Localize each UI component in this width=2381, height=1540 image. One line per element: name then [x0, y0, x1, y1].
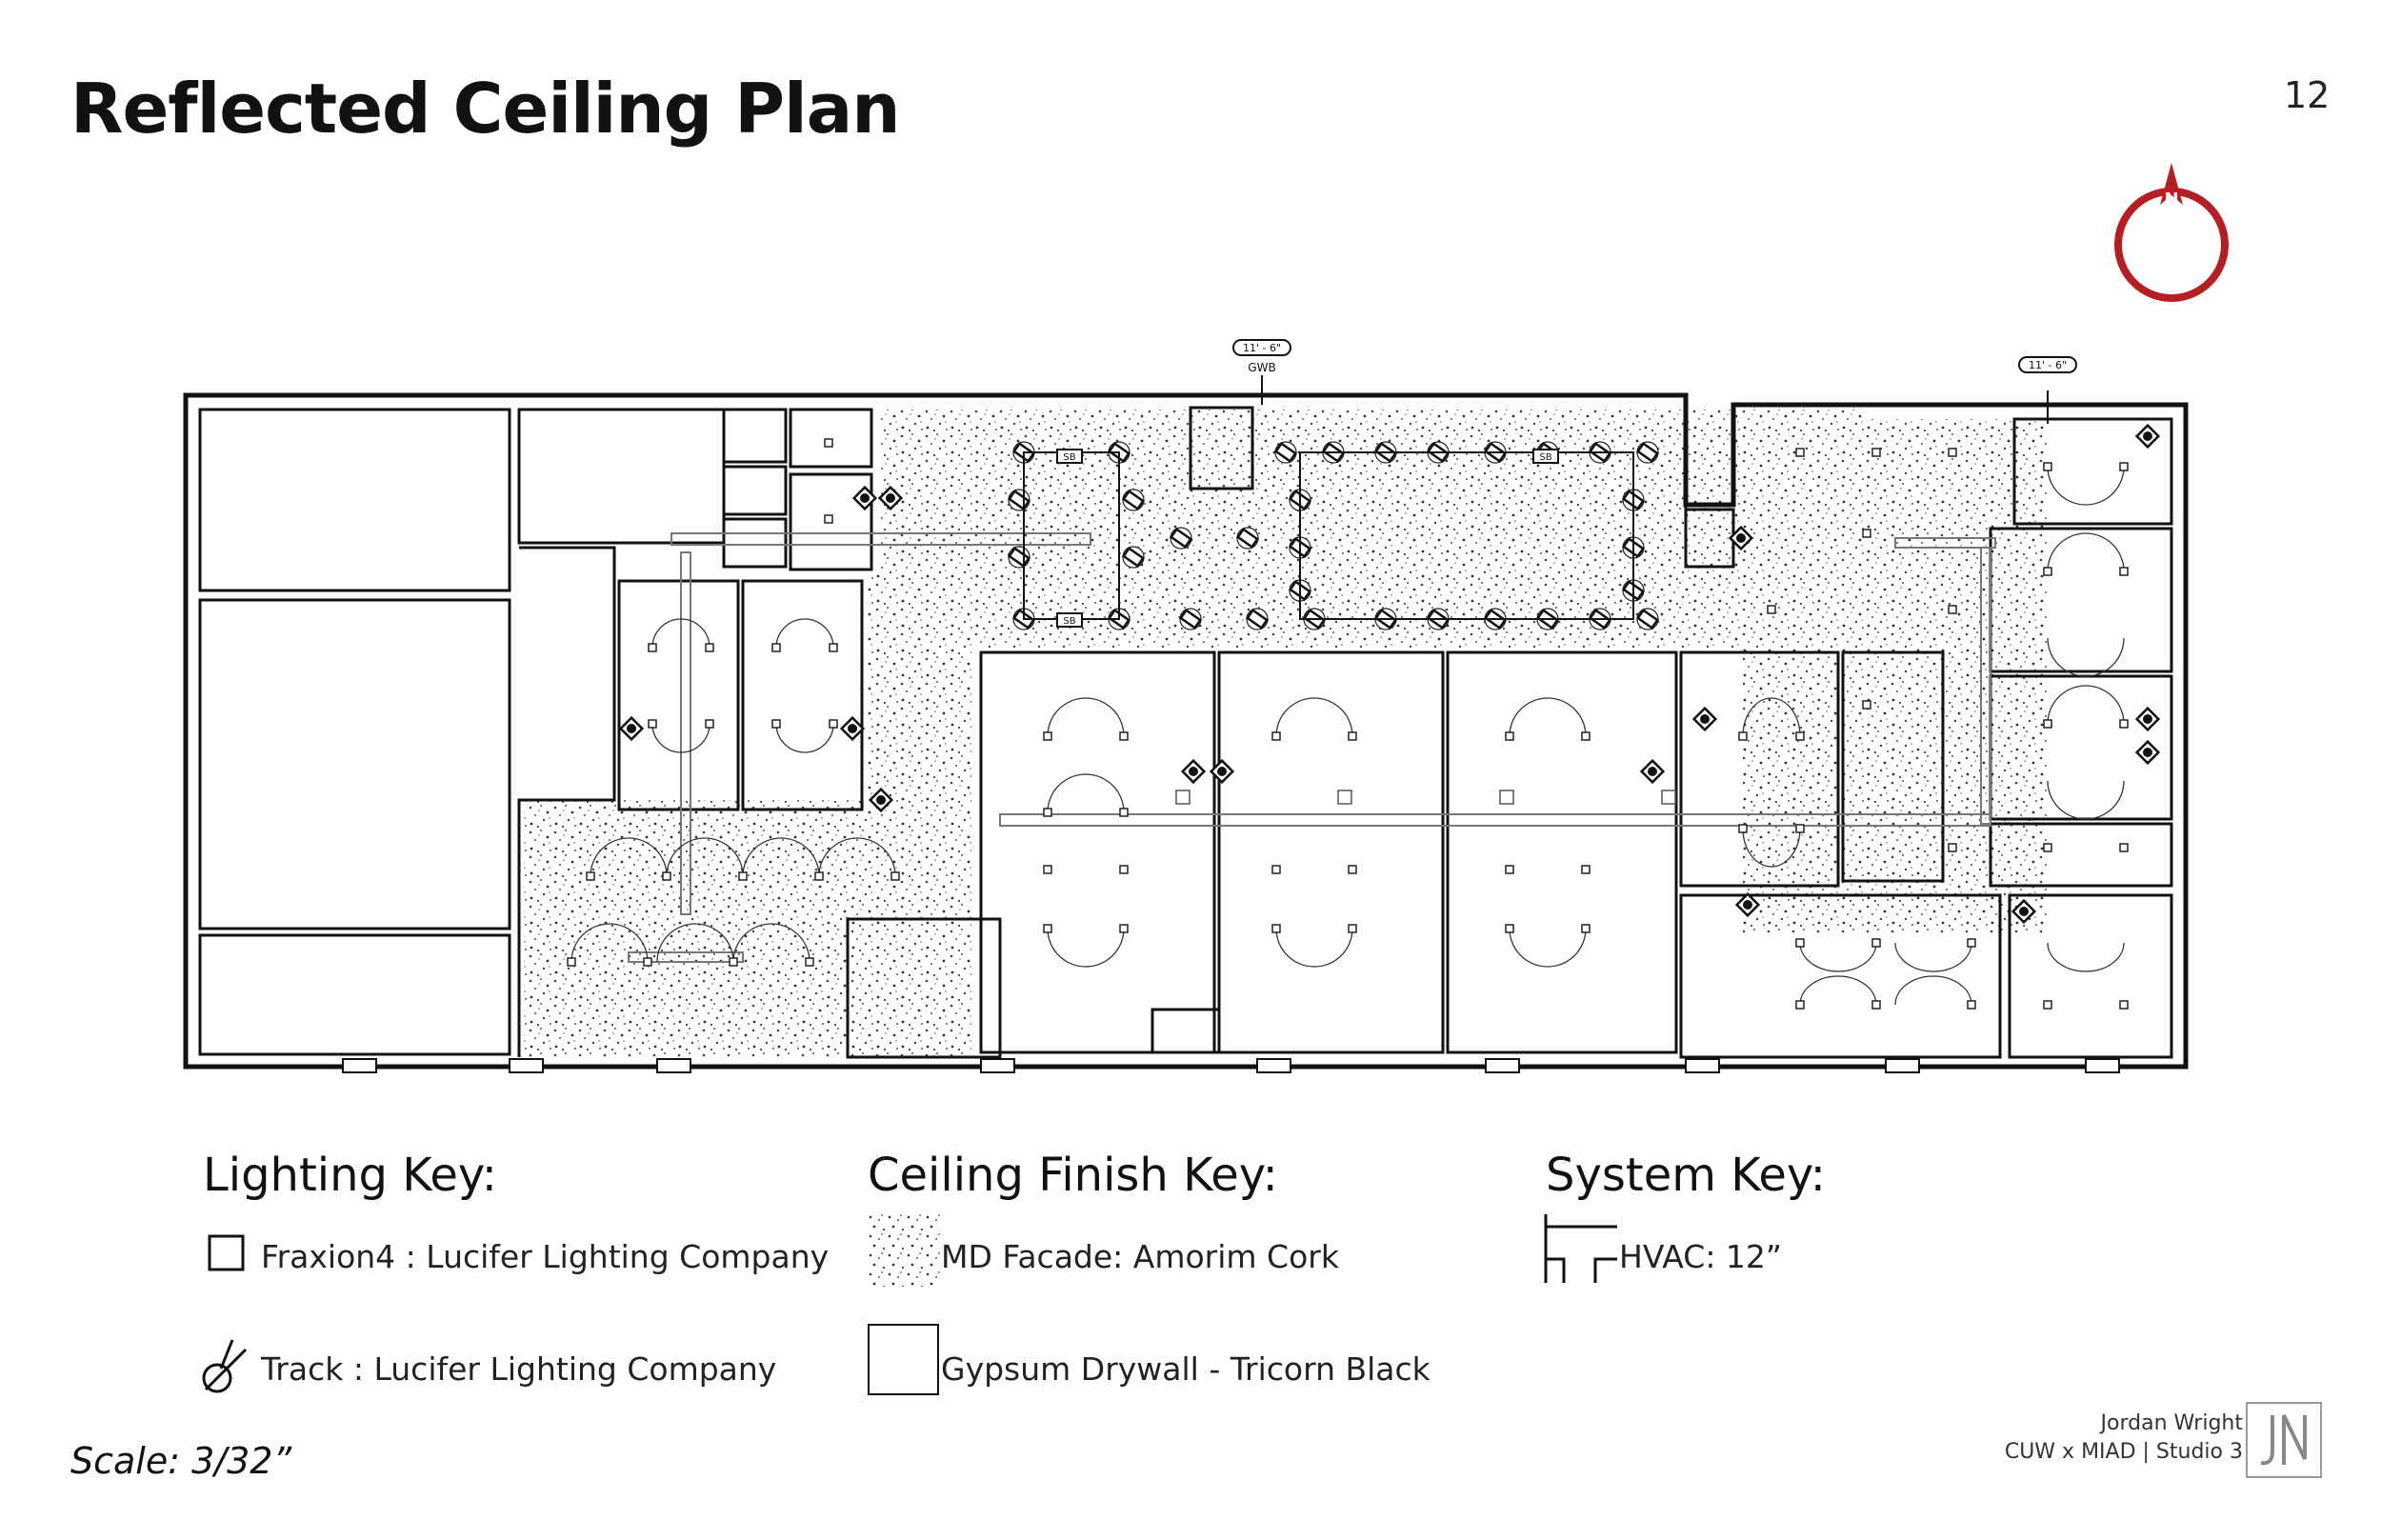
system-key-hvac-label: HVAC: 12”	[1619, 1238, 1783, 1275]
north-letter: N	[2164, 190, 2178, 210]
sb-fixture: SB	[1056, 449, 1083, 464]
cork-texture-swatch	[868, 1214, 940, 1287]
tag-height: 11' - 6"	[1243, 342, 1281, 354]
ceiling-height-tag-1: 11' - 6" GWB	[1232, 339, 1291, 405]
ceiling-height-tag-2: 11' - 6"	[2018, 356, 2077, 424]
lighting-key-heading: Lighting Key:	[203, 1149, 497, 1202]
fraxion4-square-icon	[208, 1234, 245, 1271]
ceiling-finish-drywall-label: Gypsum Drywall - Tricorn Black	[941, 1350, 1431, 1388]
lighting-key-track-label: Track : Lucifer Lighting Company	[261, 1350, 777, 1388]
windows	[342, 1058, 2120, 1073]
system-key-heading: System Key:	[1546, 1149, 1826, 1202]
drywall-swatch	[868, 1324, 939, 1395]
jw-monogram-logo	[2246, 1402, 2322, 1478]
exterior-wall	[183, 392, 2189, 1070]
sb-fixture: SB	[1056, 612, 1083, 628]
track-light-icon	[202, 1339, 248, 1393]
cork-ceiling-area	[524, 410, 2048, 1057]
tag-height: 11' - 6"	[2029, 359, 2067, 371]
ceiling-finish-key-heading: Ceiling Finish Key:	[868, 1149, 1278, 1202]
hvac-ducts	[628, 532, 1996, 963]
sb-label: SB	[1063, 452, 1075, 463]
fraxion-downlights	[570, 466, 2125, 1006]
credit-studio: CUW x MIAD | Studio 3	[2004, 1440, 2243, 1464]
ceiling-finish-cork-label: MD Facade: Amorim Cork	[941, 1238, 1339, 1275]
sb-label: SB	[1539, 452, 1551, 463]
sb-label: SB	[1063, 616, 1075, 627]
hvac-duct-icon	[1544, 1214, 1617, 1283]
tag-material: GWB	[1248, 361, 1275, 374]
fraxion4-large	[1175, 790, 1676, 805]
page-title: Reflected Ceiling Plan	[70, 69, 901, 149]
lighting-key-fraxion4-label: Fraxion4 : Lucifer Lighting Company	[261, 1238, 830, 1275]
floor-plan: SB SB SB 11' - 6" GWB 11' - 6"	[183, 339, 2189, 1073]
sb-fixture: SB	[1532, 449, 1559, 464]
page-number: 12	[2284, 74, 2331, 116]
scale-label: Scale: 3/32”	[70, 1440, 292, 1482]
credit-name: Jordan Wright	[2100, 1411, 2243, 1435]
north-arrow-icon: N	[2114, 163, 2229, 302]
